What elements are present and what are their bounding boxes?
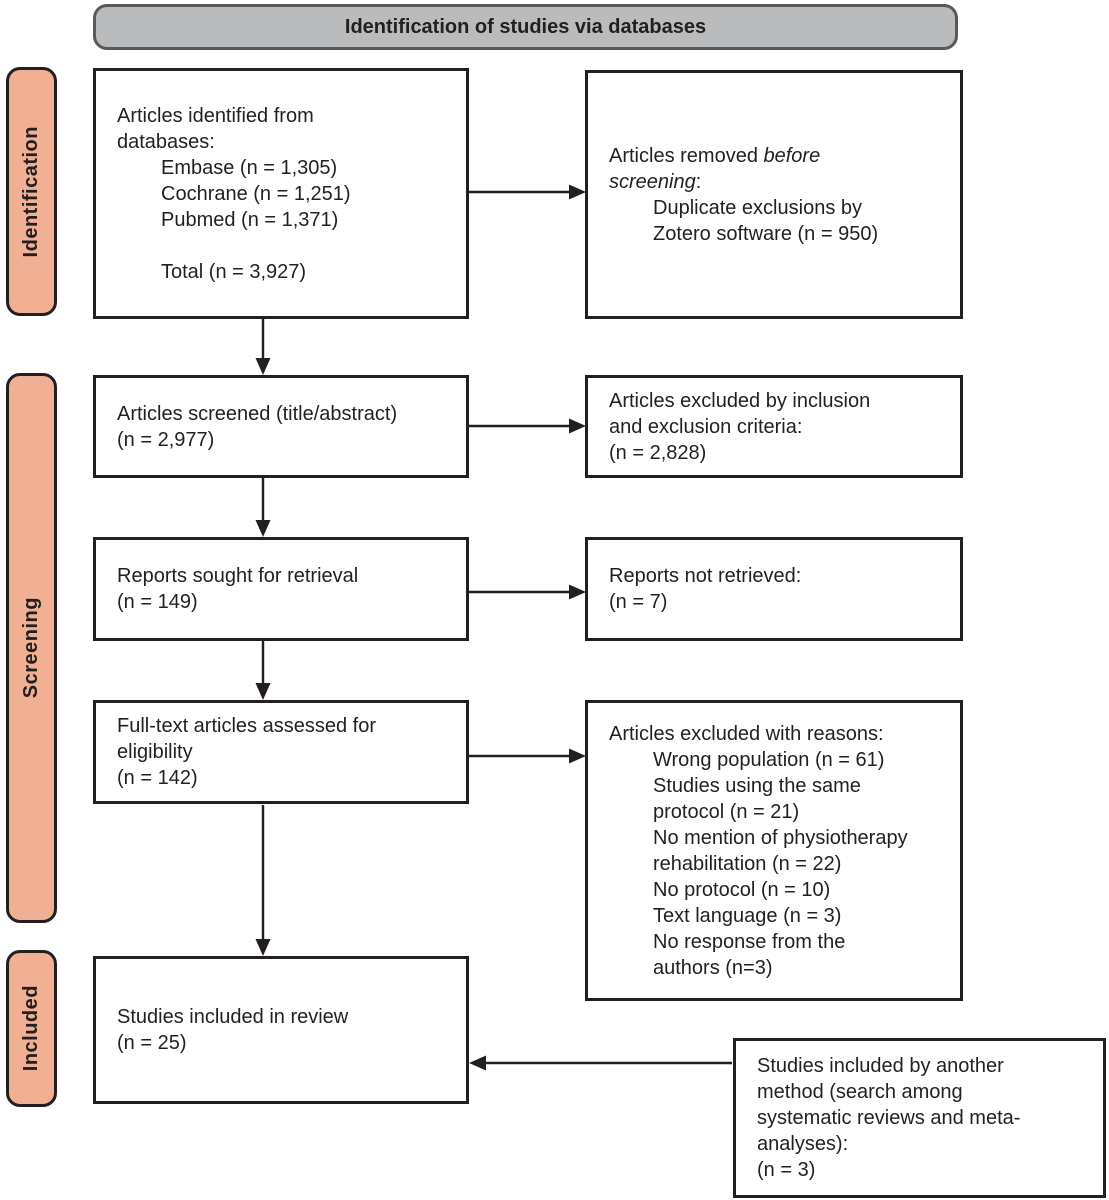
- stage-label-included-text: Included: [20, 985, 42, 1072]
- stage-label-identification: Identification: [6, 67, 57, 316]
- arrow-screened-to-excluded: [469, 418, 586, 434]
- arrow-sought-to-not-retrieved: [469, 584, 586, 600]
- arrow-identified-to-removed: [469, 184, 586, 200]
- stage-label-identification-text: Identification: [20, 125, 42, 258]
- arrow-identified-to-screened: [255, 319, 271, 375]
- box-reports-not-retrieved: Reports not retrieved:(n = 7): [585, 537, 963, 641]
- arrow-fulltext-to-excluded-reasons: [469, 748, 586, 764]
- stage-label-screening: Screening: [6, 373, 57, 923]
- arrow-fulltext-to-included: [255, 805, 271, 956]
- stage-label-included: Included: [6, 950, 57, 1107]
- box-reports-sought: Reports sought for retrieval(n = 149): [93, 537, 469, 641]
- arrow-screened-to-sought: [255, 478, 271, 537]
- stage-label-screening-text: Screening: [20, 597, 42, 699]
- box-articles-excluded-reasons: Articles excluded with reasons:Wrong pop…: [585, 700, 963, 1001]
- box-studies-included-review: Studies included in review(n = 25): [93, 956, 469, 1104]
- arrow-other-method-to-included: [469, 1055, 732, 1071]
- diagram-title: Identification of studies via databases: [93, 4, 958, 50]
- arrow-sought-to-fulltext: [255, 641, 271, 700]
- box-articles-screened: Articles screened (title/abstract)(n = 2…: [93, 375, 469, 478]
